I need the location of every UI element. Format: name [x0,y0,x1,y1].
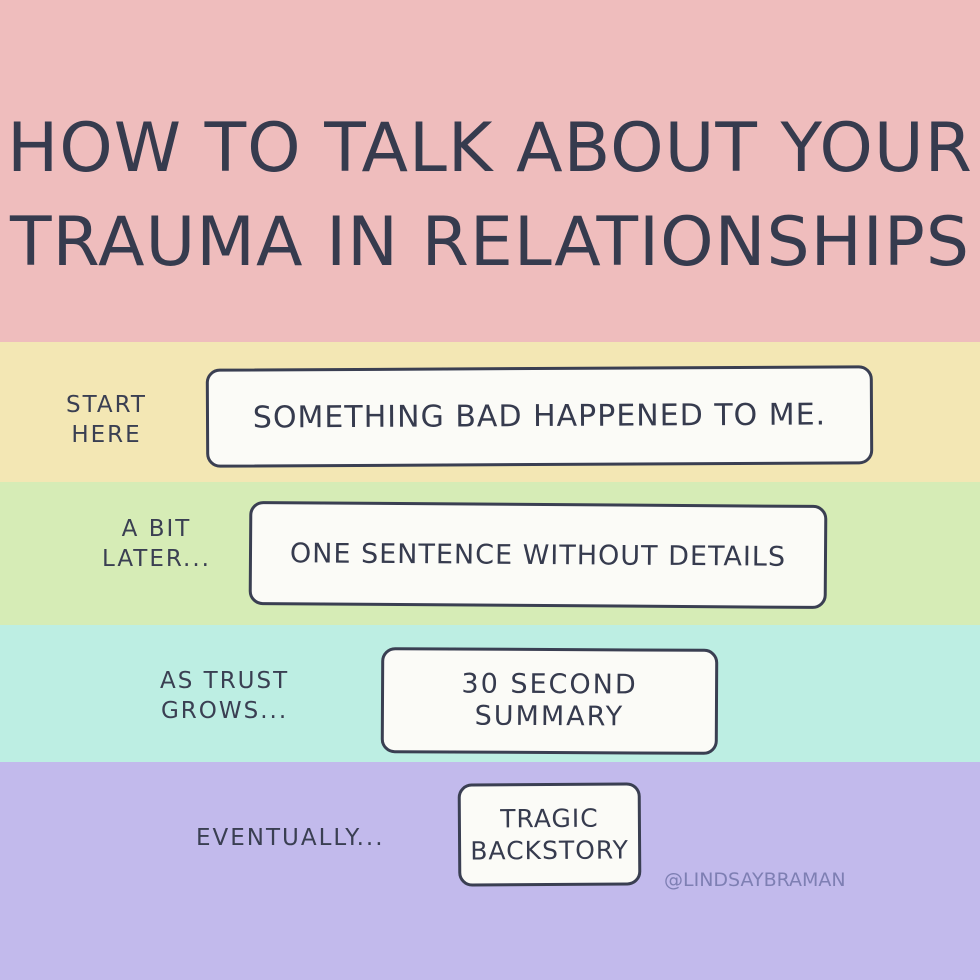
step-label-line: A BIT [121,516,192,542]
step-box-text: SUMMARY [474,700,625,733]
step-box-tragic-backstory: TRAGIC BACKSTORY [457,782,642,887]
step-box-one-sentence: ONE SENTENCE WITHOUT DETAILS [248,500,828,610]
step-label-as-trust-grows: AS TRUST GROWS... [160,666,289,726]
artist-signature: @LINDSAYBRAMAN [664,869,846,891]
page-title: HOW TO TALK ABOUT YOUR TRAUMA IN RELATIO… [0,102,980,290]
step-box-30-second-summary: 30 SECOND SUMMARY [380,647,719,755]
step-label-a-bit-later: A BIT LATER... [102,514,211,574]
step-box-text: ONE SENTENCE WITHOUT DETAILS [289,537,787,573]
step-box-text: SOMETHING BAD HAPPENED TO ME. [252,397,827,436]
step-label-line: AS TRUST [160,668,290,694]
step-box-text: BACKSTORY [470,834,629,866]
step-label-eventually: EVENTUALLY... [196,823,385,853]
step-label-line: START [66,392,147,418]
step-box-something-bad-happened: SOMETHING BAD HAPPENED TO ME. [205,365,874,468]
step-label-line: HERE [71,422,142,448]
title-band [0,0,980,342]
title-line-2: TRAUMA IN RELATIONSHIPS [9,203,971,282]
title-line-1: HOW TO TALK ABOUT YOUR [7,109,973,188]
step-label-line: GROWS... [160,698,289,724]
step-label-line: EVENTUALLY... [196,825,385,851]
step-label-line: LATER... [102,546,211,572]
step-box-text: TRAGIC [500,803,599,833]
step-label-start-here: START HERE [66,390,147,450]
step-box-text: 30 SECOND [461,668,638,701]
